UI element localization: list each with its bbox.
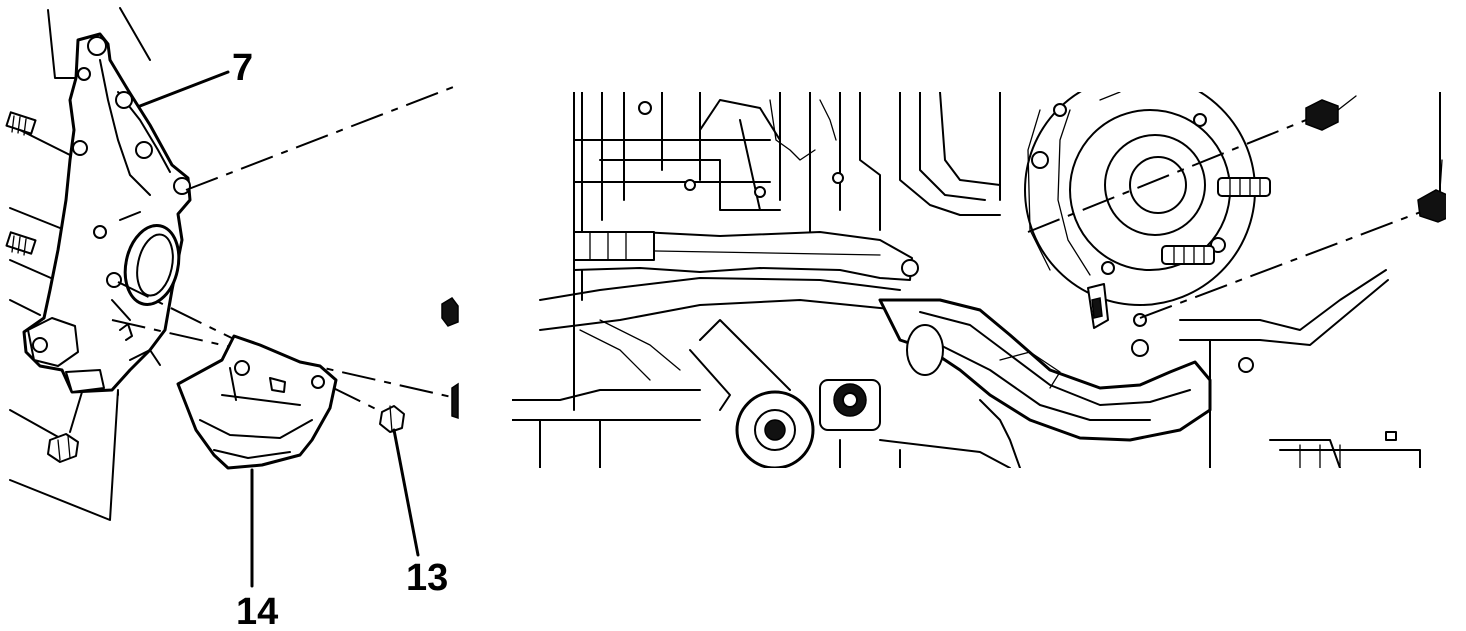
stud-left-upper bbox=[5, 111, 37, 136]
lower-control-arm bbox=[878, 298, 1212, 442]
edge-nut-lower bbox=[451, 382, 459, 420]
tie-rod bbox=[539, 231, 919, 331]
brake-dust-shield bbox=[176, 334, 338, 470]
callout-7: 7 bbox=[232, 47, 253, 89]
wheel-stud-2 bbox=[1161, 245, 1215, 265]
shield-bolt bbox=[379, 405, 405, 433]
chassis-frame bbox=[573, 92, 1001, 411]
wheel-stud-1 bbox=[1217, 177, 1271, 197]
lower-bushing-assembly bbox=[512, 319, 1021, 468]
hub-bolt-upper bbox=[1305, 95, 1357, 131]
right-bracket bbox=[1179, 92, 1441, 468]
callout-14: 14 bbox=[236, 591, 278, 631]
hub-bolt-lower bbox=[1417, 159, 1446, 223]
lower-nut bbox=[47, 433, 79, 463]
stud-left-lower bbox=[5, 231, 37, 256]
right-alignment-lines bbox=[1027, 115, 1427, 319]
steering-knuckle bbox=[22, 32, 192, 433]
left-exploded-view: 7 13 14 bbox=[5, 7, 459, 631]
edge-nut-upper bbox=[441, 297, 459, 327]
wheel-hub bbox=[1024, 92, 1271, 329]
right-installed-view bbox=[512, 92, 1446, 468]
callout-13: 13 bbox=[406, 557, 448, 599]
callout-leaders bbox=[138, 70, 420, 588]
